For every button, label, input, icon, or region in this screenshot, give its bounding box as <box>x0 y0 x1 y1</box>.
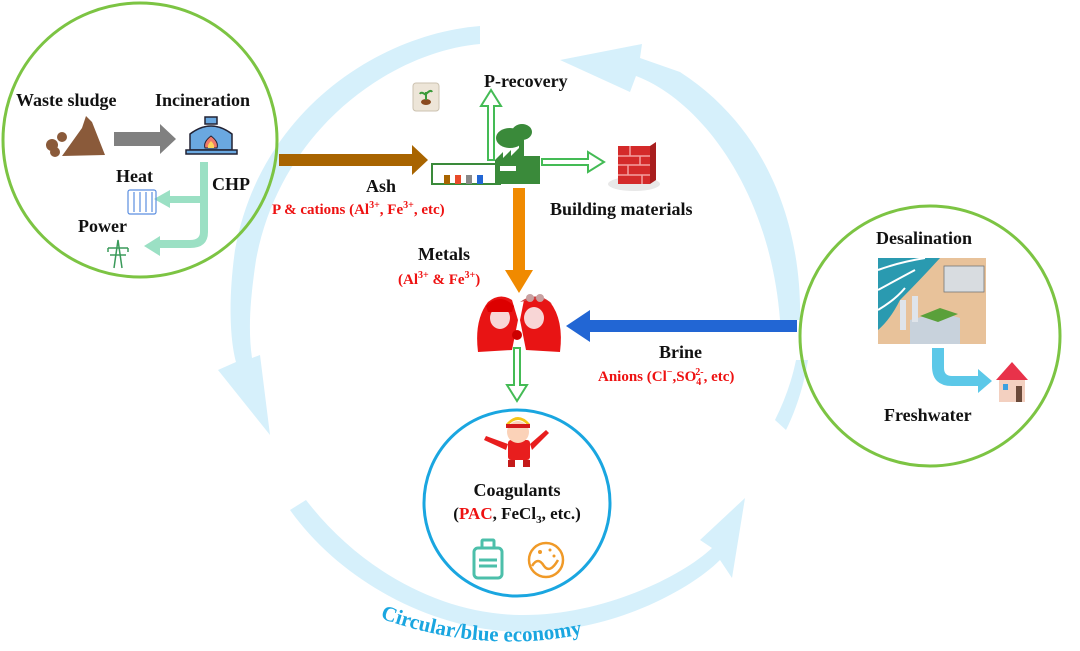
brine-arrow <box>566 310 797 342</box>
to-coagulants-arrow <box>505 347 529 403</box>
circular-ring <box>218 26 808 633</box>
brine-composition-label: Anions (Cl−,SO42-, etc) <box>598 367 734 388</box>
ash-arrow <box>279 145 428 175</box>
fertilizer-bag-icon <box>412 82 440 112</box>
coagulants-module: Coagulants (PAC, FeCl3, etc.) <box>422 408 612 598</box>
floc-icon <box>527 541 565 579</box>
ring-arrow-bottom <box>290 498 745 633</box>
chp-label: CHP <box>212 174 250 194</box>
ring-caption: Circular/blue economy <box>378 600 583 646</box>
building-materials-label: Building materials <box>550 199 693 219</box>
waste-sludge-label: Waste sludge <box>16 90 117 110</box>
radiator-icon <box>127 189 157 215</box>
power-label: Power <box>78 216 127 236</box>
ash-label: Ash <box>366 176 396 196</box>
incineration-label: Incineration <box>155 90 250 110</box>
house-icon <box>996 362 1028 402</box>
ring-arrow-top <box>560 44 801 320</box>
power-tower-icon <box>107 239 129 269</box>
desalination-module: Desalination Freshwater <box>798 204 1062 468</box>
coagulants-title: Coagulants <box>473 480 560 500</box>
metals-arrow <box>505 188 533 293</box>
chp-arrows <box>144 162 208 256</box>
building-materials-arrow <box>541 150 606 174</box>
brine-label: Brine <box>659 342 702 362</box>
ring-arrow-left <box>218 26 480 435</box>
heat-label: Heat <box>116 166 153 186</box>
sludge-to-incineration-arrow <box>114 124 176 154</box>
freshwater-arrow <box>932 348 992 393</box>
desalination-plant-icon <box>877 257 986 344</box>
sludge-pile-icon <box>46 116 105 157</box>
incineration-module: Waste sludge Incineration CHP Heat Power <box>1 1 279 279</box>
child-mascot-icon <box>484 417 549 467</box>
metals-composition-label: (Al3+ & Fe3+) <box>398 270 480 288</box>
p-recovery-label: P-recovery <box>484 71 568 91</box>
ring-arc-right <box>775 360 808 430</box>
p-recovery-arrow <box>479 88 503 161</box>
bottle-icon <box>472 538 504 580</box>
ash-composition-label: P & cations (Al3+, Fe3+, etc) <box>272 200 445 218</box>
freshwater-label: Freshwater <box>884 405 972 425</box>
metals-label: Metals <box>418 244 470 264</box>
wedding-couple-icon <box>477 294 561 352</box>
coagulants-examples: (PAC, FeCl3, etc.) <box>453 504 580 526</box>
desalination-label: Desalination <box>876 228 972 248</box>
brick-wall-icon <box>608 142 660 191</box>
furnace-icon <box>185 116 238 155</box>
factory-icon <box>431 124 540 185</box>
